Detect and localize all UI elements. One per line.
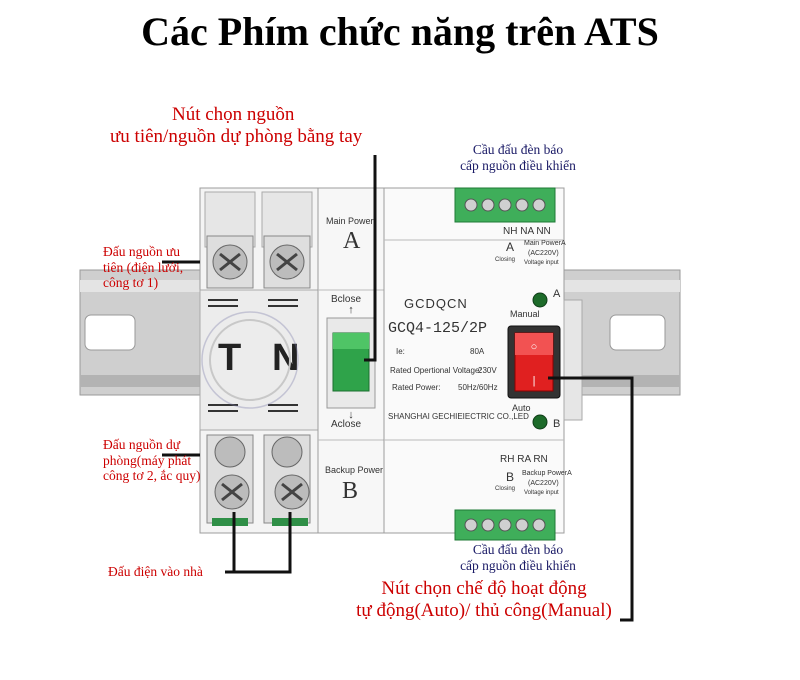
main-power-a-label: Main PowerA	[524, 240, 566, 247]
callout-backup-input-line3: công tơ 2, ắc quy)	[103, 468, 201, 484]
backup-power-a-label: Backup PowerA	[522, 470, 572, 477]
callout-control-top: Cầu đấu đèn báo cấp nguồn điều khiển	[455, 142, 581, 173]
svg-text:|: |	[533, 375, 536, 387]
callout-house-output: Đấu điện vào nhà	[108, 564, 203, 580]
callout-manual-select: Nút chọn nguồn ưu tiên/nguồn dự phòng bằ…	[172, 104, 362, 148]
callout-mode-select-line2: tự động(Auto)/ thủ công(Manual)	[348, 600, 620, 622]
callout-main-input-line3: công tơ 1)	[103, 275, 183, 291]
led-b-label: B	[553, 418, 560, 430]
callout-control-bottom: Cầu đấu đèn báo cấp nguồn điều khiển	[448, 542, 588, 573]
callout-main-input-line2: tiên (điện lưới,	[103, 260, 183, 276]
backup-power-label: Backup Power	[325, 465, 383, 475]
ac220-top: (AC220V)	[528, 250, 559, 257]
main-power-letter: A	[343, 228, 360, 255]
manual-label: Manual	[510, 309, 540, 319]
mode-rocker-switch: ○ |	[508, 326, 560, 398]
ie-value: 80A	[470, 347, 484, 356]
model-label: GCQ4-125/2P	[388, 320, 487, 337]
brand-label: GCDQCN	[404, 296, 468, 311]
phase-letter-t: T	[218, 337, 241, 379]
ie-label: Ie:	[396, 347, 405, 356]
callout-backup-input: Đấu nguồn dự phòng(máy phát công tơ 2, ắ…	[103, 437, 201, 484]
callout-main-input: Đấu nguồn ưu tiên (điện lưới, công tơ 1)	[103, 244, 183, 291]
callout-backup-input-line1: Đấu nguồn dự	[103, 437, 201, 453]
callout-manual-select-line1: Nút chọn nguồn	[172, 104, 362, 126]
main-power-label: Main Power	[326, 216, 374, 226]
backup-power-letter: B	[342, 478, 358, 505]
callout-control-top-line1: Cầu đấu đèn báo	[455, 142, 581, 158]
callout-mode-select-line1: Nút chọn chế độ hoạt động	[348, 578, 620, 600]
voltage-input-top: Voltage input	[524, 260, 559, 266]
top-terminal-labels: NH NA NN	[503, 226, 551, 237]
aclose-label: Aclose	[331, 419, 361, 430]
callout-main-input-line1: Đấu nguồn ưu	[103, 244, 183, 260]
led-a-label: A	[553, 288, 560, 300]
callout-control-bottom-line2: cấp nguồn điều khiển	[448, 558, 588, 574]
bottom-terminal-labels: RH RA RN	[500, 454, 548, 465]
top-terminal-letter: A	[506, 240, 514, 254]
power-value: 50Hz/60Hz	[458, 383, 498, 392]
svg-text:○: ○	[531, 341, 538, 353]
callout-mode-select: Nút chọn chế độ hoạt động tự động(Auto)/…	[348, 578, 620, 622]
callout-control-bottom-line1: Cầu đấu đèn báo	[448, 542, 588, 558]
power-label: Rated Power:	[392, 383, 440, 392]
callout-manual-select-line2: ưu tiên/nguồn dự phòng bằng tay	[110, 126, 362, 148]
ac220-bottom: (AC220V)	[528, 480, 559, 487]
closing-bottom: Closing	[495, 486, 515, 492]
voltage-label: Rated Opertional Voltage:	[390, 366, 482, 375]
maker-label: SHANGHAI GECHIEIECTRIC CO.,LED	[388, 412, 529, 421]
callout-control-top-line2: cấp nguồn điều khiển	[455, 158, 581, 174]
auto-label: Auto	[512, 403, 531, 413]
svg-text:↑: ↑	[348, 304, 354, 316]
voltage-input-bottom: Voltage input	[524, 490, 559, 496]
bclose-label: Bclose	[331, 294, 361, 305]
bottom-terminal-letter: B	[506, 470, 514, 484]
closing-top: Closing	[495, 257, 515, 263]
callout-backup-input-line2: phòng(máy phát	[103, 453, 201, 469]
voltage-value: 230V	[478, 366, 497, 375]
